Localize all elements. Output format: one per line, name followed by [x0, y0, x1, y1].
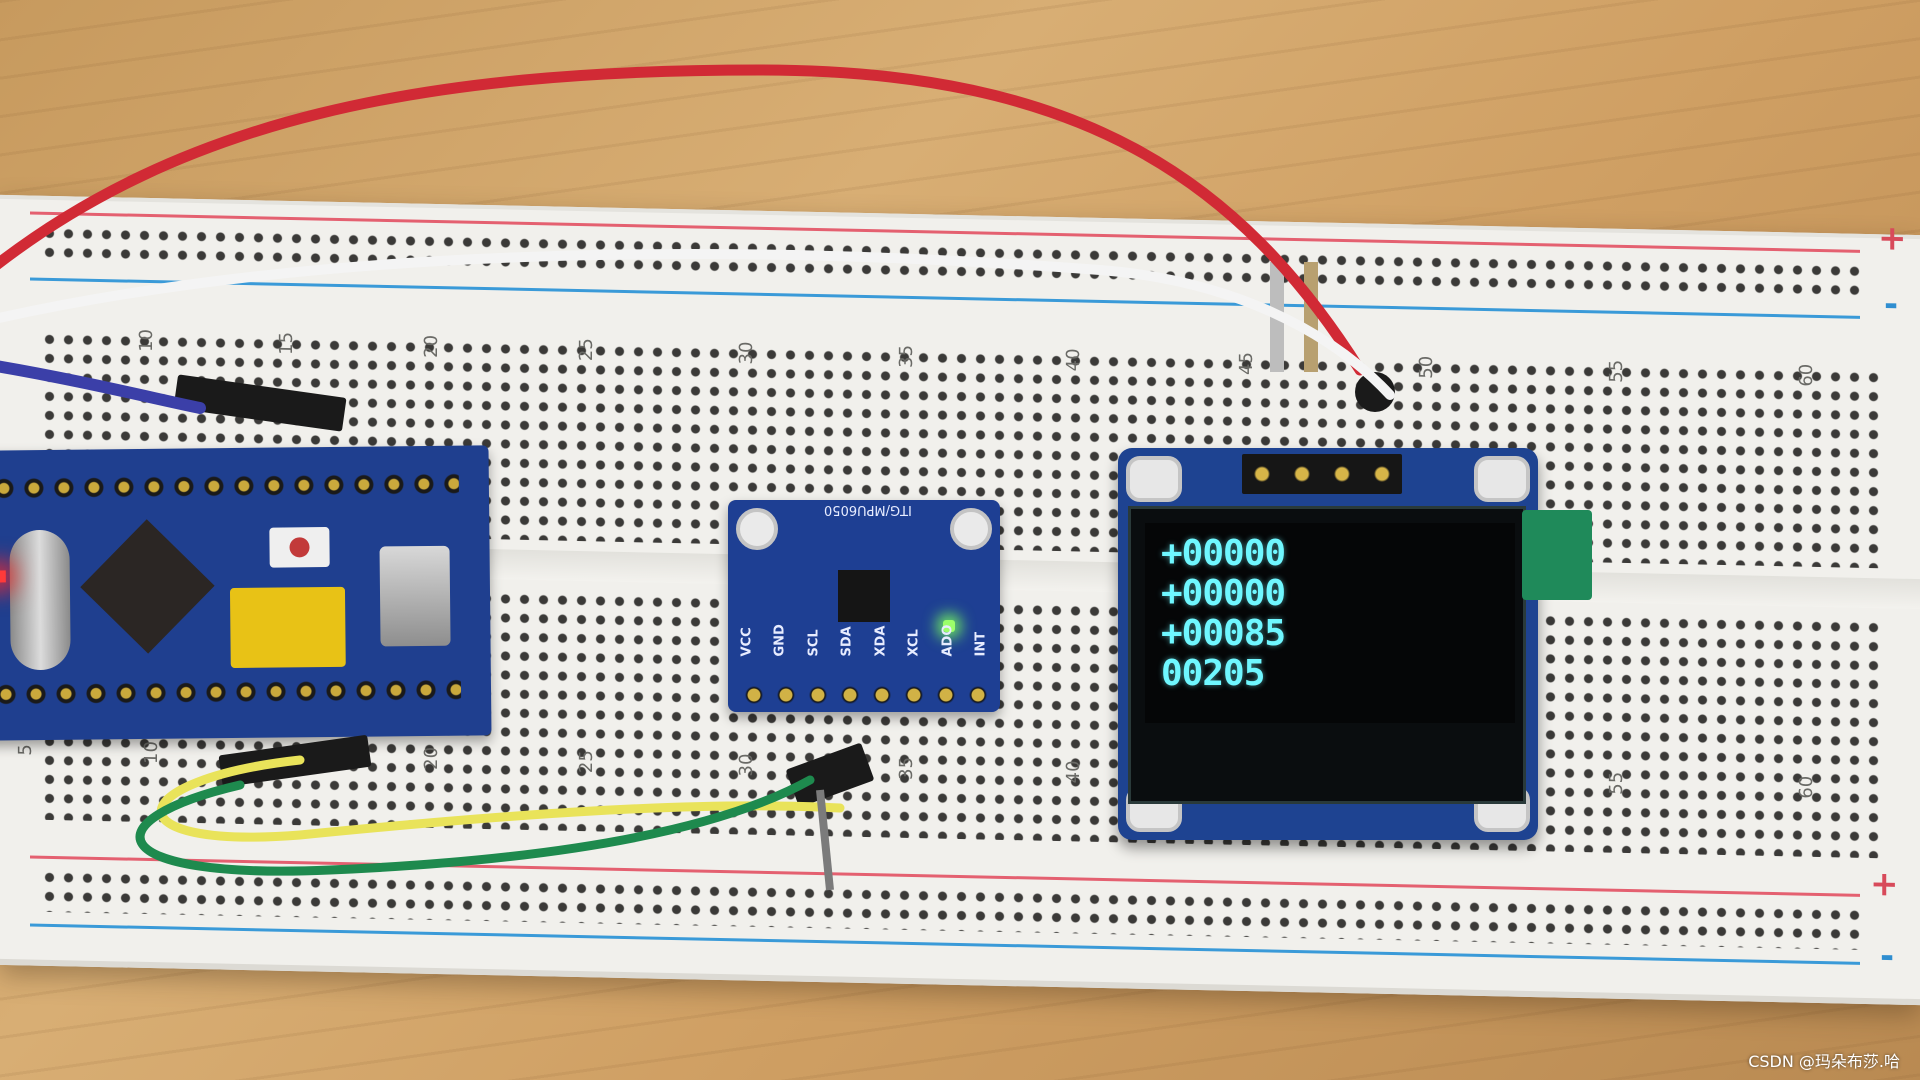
- mounting-hole: [1474, 456, 1530, 502]
- white-wire: [0, 249, 1395, 400]
- oled-glass: +00000 +00000 +00085 00205: [1128, 506, 1526, 804]
- oled-line-4: 00205: [1161, 653, 1265, 694]
- mpu-pin-header: [738, 684, 990, 706]
- oled-line-3: +00085: [1161, 613, 1286, 654]
- watermark: CSDN @玛朵布莎.哈: [1748, 1052, 1900, 1071]
- oled-line-1: +00000: [1161, 533, 1286, 574]
- green-wire: [135, 775, 815, 876]
- mpu6050-chip: [838, 570, 890, 622]
- blue-wire: [0, 360, 206, 414]
- mounting-hole: [1126, 456, 1182, 502]
- oled-pin-header: [1242, 454, 1402, 494]
- oled-display-module: +00000 +00000 +00085 00205: [1118, 448, 1538, 840]
- oled-line-2: +00000: [1161, 573, 1286, 614]
- yellow-wire: [156, 755, 845, 842]
- dupont-pin: [816, 789, 834, 891]
- mpu6050-module: VCC GND SCL SDA XDA XCL ADO INT ITG/MPU6…: [728, 500, 1000, 712]
- mounting-hole: [736, 508, 778, 550]
- oled-screen: +00000 +00000 +00085 00205: [1145, 523, 1515, 723]
- mounting-hole: [950, 508, 992, 550]
- red-wire: [0, 64, 1366, 376]
- status-led: [943, 620, 955, 632]
- oled-flex-cable: [1522, 510, 1592, 600]
